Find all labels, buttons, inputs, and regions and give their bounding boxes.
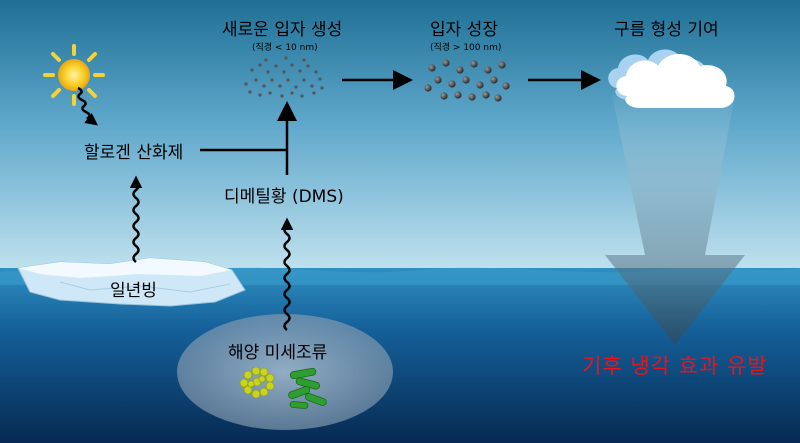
ice-label: 일년빙 [110, 281, 157, 301]
new-particle-size-label: (직경 < 10 nm) [252, 43, 318, 53]
cooling-beam-arrow [605, 95, 745, 345]
ice-floe-icon [17, 257, 246, 307]
cooling-effect-label: 기후 냉각 효과 유발 [582, 354, 768, 378]
dms-label: 디메틸황 (DMS) [224, 187, 344, 207]
plankton-wavy-arrow-icon [280, 217, 294, 331]
cloud-icon [608, 49, 735, 108]
halogen-label: 할로겐 산화제 [84, 143, 184, 163]
sun-icon [43, 44, 105, 106]
cloud-label: 구름 형성 기여 [614, 20, 719, 40]
growth-size-label: (직경 > 100 nm) [430, 43, 502, 53]
plankton-label: 해양 미세조류 [228, 343, 328, 363]
pathway-lines [200, 101, 297, 175]
sun-wavy-arrow-icon [77, 86, 98, 126]
algae-yellow-icon [239, 366, 275, 399]
small-particles-icon [244, 56, 324, 98]
plankton-ellipse [177, 314, 393, 430]
algae-green-icon [288, 367, 327, 409]
growth-label: 입자 성장 [430, 20, 498, 40]
large-particles-icon [424, 59, 510, 102]
new-particle-label: 새로운 입자 생성 [222, 20, 343, 40]
ice-wavy-arrow-icon [129, 175, 143, 263]
